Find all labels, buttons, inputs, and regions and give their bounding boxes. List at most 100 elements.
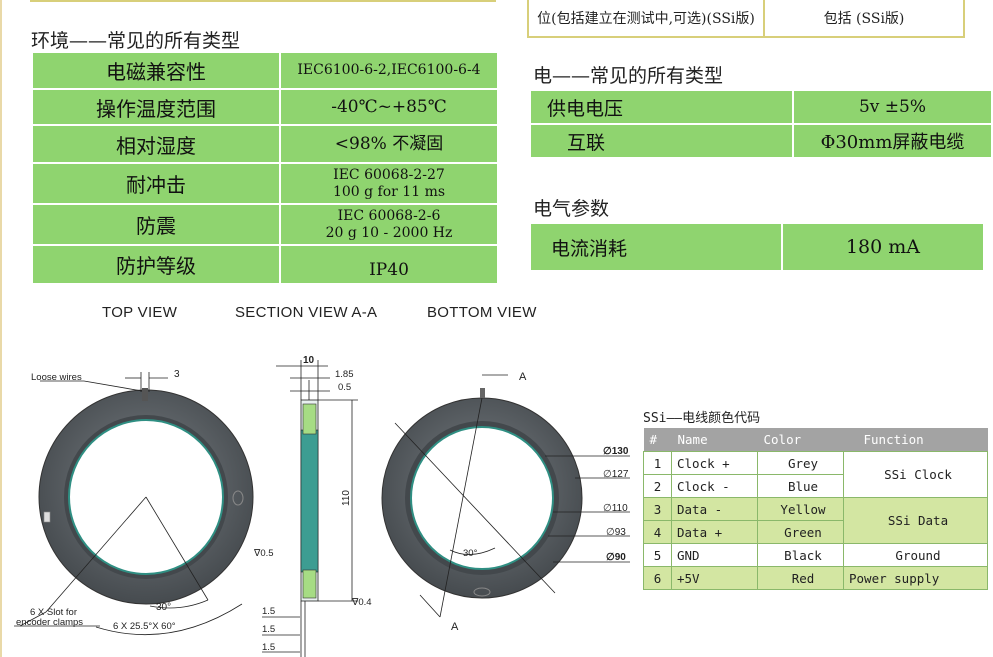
- row-function: Ground: [843, 543, 988, 567]
- electrical-table: 供电电压 5v ±5% 互联 Φ30mm屏蔽电缆: [528, 89, 993, 159]
- table-row: 1 Clock + Grey SSi Clock: [643, 451, 988, 498]
- bottom-angle-label: 30°: [463, 548, 478, 559]
- table-row: 3 Data - Yellow SSi Data: [643, 497, 988, 544]
- section-view: [300, 380, 319, 602]
- top-view-ring: [38, 388, 254, 605]
- section-dim-15: 1.5: [262, 606, 275, 617]
- row-color: Yellow: [757, 497, 844, 521]
- env-label: 防护等级: [31, 244, 281, 285]
- electrical-row: 互联 Φ30mm屏蔽电缆: [528, 123, 993, 159]
- section-depth-05: ∇0.5: [253, 548, 274, 559]
- bottom-view-label: BOTTOM VIEW: [427, 304, 537, 321]
- top-view-label: TOP VIEW: [102, 304, 178, 321]
- header-name: Name: [671, 428, 758, 452]
- row-num: 5: [643, 543, 672, 567]
- row-num: 4: [643, 520, 672, 544]
- section-dim-185: 1.85: [335, 369, 354, 380]
- header-color: Color: [757, 428, 844, 452]
- row-name: Clock -: [671, 474, 758, 498]
- env-label: 防震: [31, 203, 281, 246]
- row-color: Black: [757, 543, 844, 567]
- wire-dim-label: 3: [174, 369, 180, 380]
- ssi-bit-value: 包括 (SSi版): [823, 11, 905, 27]
- env-value: IEC 60068-2-27 100 g for 11 ms: [279, 162, 499, 205]
- bottom-view-dims: [394, 374, 630, 618]
- env-row-shock: 耐冲击 IEC 60068-2-27 100 g for 11 ms: [31, 162, 499, 205]
- angle-pattern-label: 6 X 25.5°X 60°: [113, 621, 176, 632]
- table-row: 6 +5V Red Power supply: [643, 566, 988, 590]
- angle-label: 30°: [156, 602, 171, 613]
- env-row-emc: 电磁兼容性 IEC6100-6-2,IEC6100-6-4: [31, 51, 499, 90]
- row-num: 3: [643, 497, 672, 521]
- table-row: 2 Clock - Blue: [643, 474, 988, 498]
- electrical-label: 互联: [528, 123, 795, 159]
- diameter-110: ∅110: [603, 503, 628, 514]
- row-function: SSi Clock: [843, 451, 988, 498]
- row-function: Power supply: [843, 566, 988, 590]
- header-function: Function: [843, 428, 988, 452]
- params-title: 电气参数: [533, 198, 610, 220]
- section-dim-10: 10: [303, 355, 315, 366]
- table-row: 4 Data + Green: [643, 520, 988, 544]
- env-value: <98% 不凝固: [279, 124, 499, 164]
- wire-stub: [142, 388, 148, 401]
- top-rule: [30, 0, 496, 2]
- row-name: Data -: [671, 497, 758, 521]
- params-label: 电流消耗: [529, 222, 783, 272]
- env-label: 耐冲击: [31, 162, 281, 205]
- bottom-view-ring: [381, 388, 583, 599]
- environment-title: 环境——常见的所有类型: [31, 30, 241, 52]
- table-row: 5 GND Black Ground: [643, 543, 988, 567]
- header-num: #: [643, 428, 672, 452]
- env-label: 相对湿度: [31, 124, 281, 164]
- ssi-bit-row: 位(包括建立在测试中,可选)(SSi版) 包括 (SSi版): [527, 0, 965, 38]
- row-color: Green: [757, 520, 844, 544]
- section-dim-15: 1.5: [262, 642, 275, 653]
- cut-label-a: A: [451, 621, 459, 633]
- diameter-127: ∅127: [603, 469, 629, 480]
- row-num: 6: [643, 566, 672, 590]
- color-code-table: # Name Color Function 1 Clock + Grey SSi…: [643, 428, 988, 590]
- row-name: Data +: [671, 520, 758, 544]
- ssi-bit-label: 位(包括建立在测试中,可选)(SSi版): [529, 0, 765, 36]
- section-dims: [262, 360, 358, 657]
- env-value-line: IEC 60068-2-27: [333, 166, 445, 183]
- env-row-vibration: 防震 IEC 60068-2-6 20 g 10 - 2000 Hz: [31, 203, 499, 246]
- section-depth-04: ∇0.4: [351, 597, 372, 608]
- params-table: 电流消耗 180 mA: [529, 222, 985, 272]
- row-color: Red: [757, 566, 844, 590]
- page-edge-line: [0, 0, 2, 657]
- row-num: 2: [643, 474, 672, 498]
- row-function: SSi Data: [843, 497, 988, 544]
- row-color: Grey: [757, 451, 844, 475]
- slot-note: 6 X Slot for: [30, 607, 77, 618]
- env-row-humidity: 相对湿度 <98% 不凝固: [31, 124, 499, 164]
- row-color: Blue: [757, 474, 844, 498]
- env-row-protection: 防护等级 IP40: [31, 244, 499, 285]
- env-value: IEC 60068-2-6 20 g 10 - 2000 Hz: [279, 203, 499, 246]
- env-row-temp: 操作温度范围 -40℃~+85℃: [31, 88, 499, 126]
- env-value: IP40: [279, 244, 499, 285]
- env-value-line: 100 g for 11 ms: [332, 183, 446, 200]
- cut-label-a: A: [519, 371, 527, 383]
- electrical-value: Φ30mm屏蔽电缆: [792, 123, 993, 159]
- row-num: 1: [643, 451, 672, 475]
- electrical-row: 供电电压 5v ±5%: [528, 89, 993, 125]
- loose-wires-label: Loose wires: [31, 372, 82, 383]
- env-value-line: 20 g 10 - 2000 Hz: [325, 224, 453, 241]
- row-name: GND: [671, 543, 758, 567]
- technical-drawing: Loose wires 3 6 X Slot for encoder clamp…: [14, 355, 630, 657]
- params-value: 180 mA: [781, 222, 985, 272]
- env-value: IEC6100-6-2,IEC6100-6-4: [279, 51, 499, 90]
- electrical-label: 供电电压: [528, 89, 795, 125]
- electrical-title: 电——常见的所有类型: [533, 65, 724, 87]
- section-dim-110: 110: [341, 490, 352, 506]
- env-value-line: IEC 60068-2-6: [337, 207, 441, 224]
- env-label: 电磁兼容性: [31, 51, 281, 90]
- diameter-93: ∅93: [606, 527, 626, 538]
- color-code-title: SSi——电线颜色代码: [643, 411, 761, 426]
- row-name: +5V: [671, 566, 758, 590]
- env-value: -40℃~+85℃: [279, 88, 499, 126]
- row-name: Clock +: [671, 451, 758, 475]
- electrical-value: 5v ±5%: [792, 89, 993, 125]
